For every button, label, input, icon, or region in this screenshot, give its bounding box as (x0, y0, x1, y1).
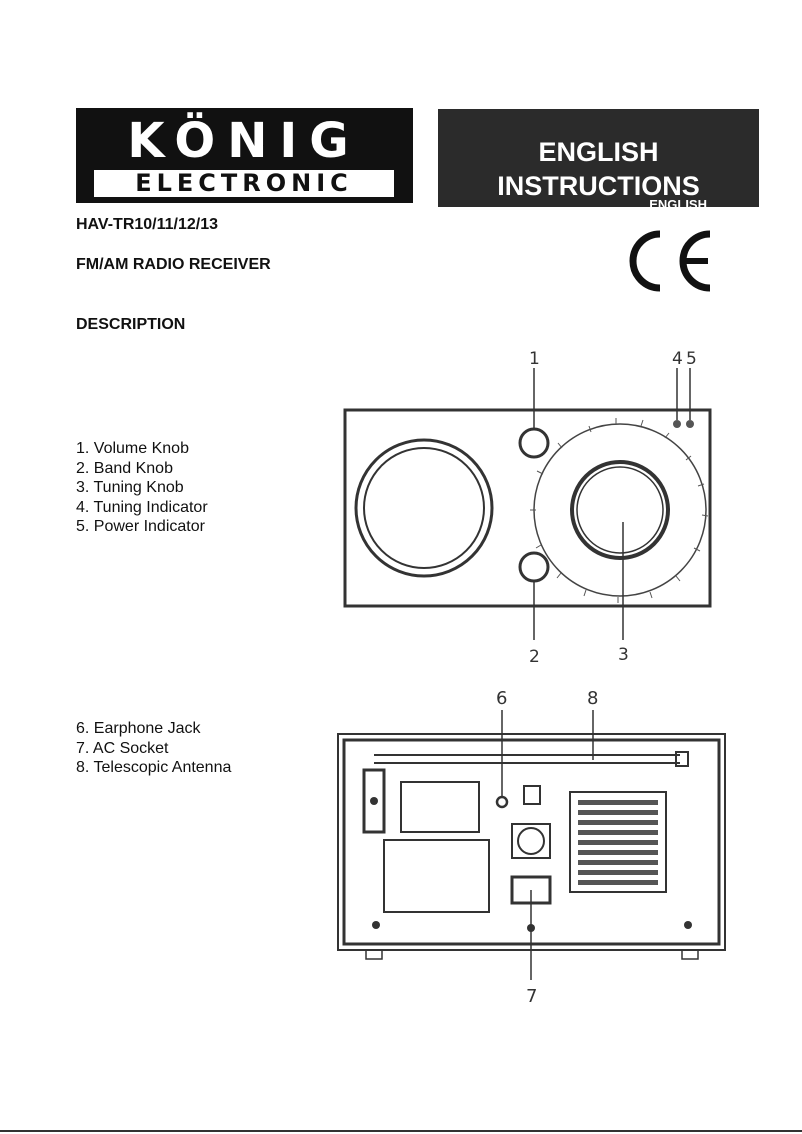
callout-5: 5 (686, 349, 697, 369)
front-parts-list: 1. Volume Knob 2. Band Knob 3. Tuning Kn… (76, 439, 208, 537)
earphone-jack (495, 795, 509, 809)
callout-8: 8 (587, 688, 598, 709)
telescopic-antenna (675, 751, 689, 767)
product-title: FM/AM RADIO RECEIVER (76, 256, 271, 273)
list-item: 7. AC Socket (76, 739, 169, 757)
konig-logo: KÖNIG ELECTRONIC (76, 108, 413, 203)
callout-1: 1 (529, 349, 540, 369)
logo-subtitle: ELECTRONIC (94, 170, 394, 197)
radio-front-diagram: 1 4 5 2 3 (343, 349, 712, 667)
callout-6: 6 (496, 688, 507, 709)
page-bottom-rule (0, 1130, 802, 1132)
callout-2: 2 (529, 647, 540, 667)
list-item: 3. Tuning Knob (76, 479, 184, 496)
tuning-indicator (673, 420, 681, 428)
front-case (343, 408, 712, 608)
callout-7: 7 (526, 986, 537, 1007)
callout-4: 4 (672, 349, 683, 369)
list-item: 6. Earphone Jack (76, 720, 201, 737)
section-heading: DESCRIPTION (76, 316, 186, 333)
tuning-knob (570, 460, 670, 560)
radio-back-diagram: 6 8 7 (337, 688, 726, 1007)
ce-mark-icon (629, 230, 711, 292)
model-number: HAV-TR10/11/12/13 (76, 216, 219, 233)
list-item: 2. Band Knob (76, 459, 173, 477)
logo-brand: KÖNIG (127, 113, 361, 169)
language-banner: ENGLISH INSTRUCTIONS ENGLISH (438, 109, 759, 212)
list-item: 4. Tuning Indicator (76, 498, 208, 516)
tuning-dial (533, 423, 707, 597)
vent-grille (569, 791, 667, 893)
band-knob (518, 551, 550, 583)
banner-line-1: ENGLISH (538, 137, 659, 167)
banner-line-2: INSTRUCTIONS (497, 171, 700, 201)
banner-small-label: ENGLISH (649, 197, 707, 212)
callout-3: 3 (618, 645, 629, 665)
list-item: 8. Telescopic Antenna (76, 759, 232, 776)
power-indicator (686, 420, 694, 428)
back-parts-list: 6. Earphone Jack 7. AC Socket 8. Telesco… (76, 719, 231, 778)
volume-knob (518, 427, 550, 459)
list-item: 1. Volume Knob (76, 440, 189, 457)
list-item: 5. Power Indicator (76, 518, 205, 535)
speaker-grille (354, 438, 494, 578)
